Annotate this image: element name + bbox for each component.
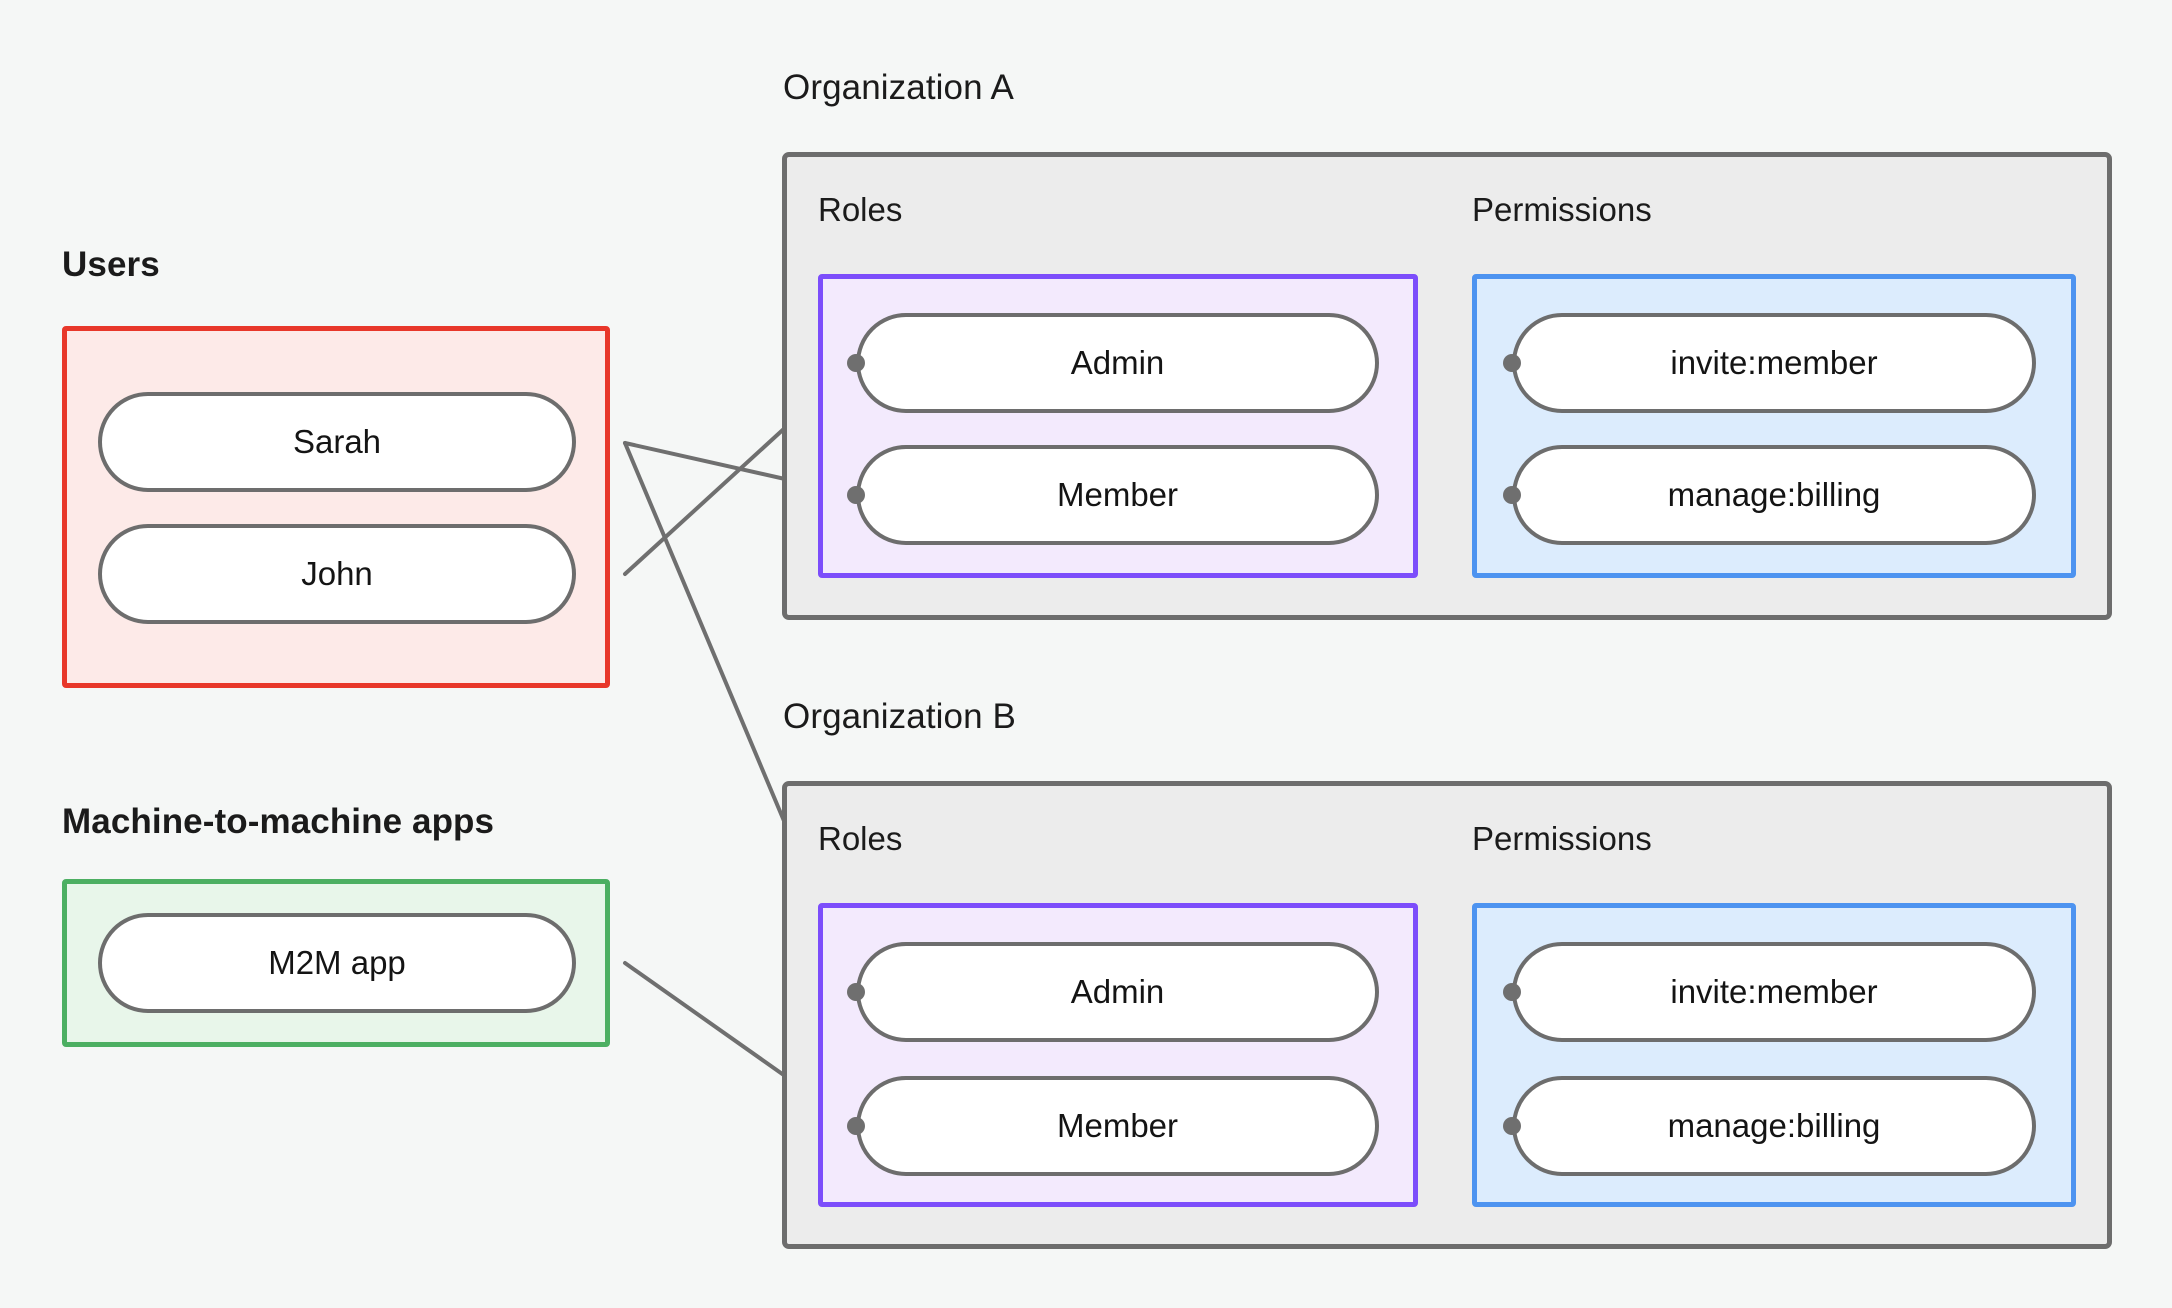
organization-a-caption: Organization A bbox=[783, 68, 1014, 107]
connector-dot-orgB-member-left bbox=[847, 1117, 865, 1135]
connector-dot-orgB-invite-left bbox=[1503, 983, 1521, 1001]
connector-dot-orgB-admin-left bbox=[847, 983, 865, 1001]
connector-dot-orgA-billing-left bbox=[1503, 486, 1521, 504]
organization-b-role-pill-admin[interactable]: Admin bbox=[856, 942, 1379, 1042]
organization-a-permission-pill-manage-billing[interactable]: manage:billing bbox=[1512, 445, 2036, 545]
user-pill-john[interactable]: John bbox=[98, 524, 576, 624]
organization-b-permission-pill-manage-billing[interactable]: manage:billing bbox=[1512, 1076, 2036, 1176]
organization-a-role-pill-member[interactable]: Member bbox=[856, 445, 1379, 545]
organization-b-role-pill-member[interactable]: Member bbox=[856, 1076, 1379, 1176]
connector-dot-orgA-invite-left bbox=[1503, 354, 1521, 372]
machines-caption: Machine-to-machine apps bbox=[62, 802, 495, 841]
connector-dot-orgB-billing-left bbox=[1503, 1117, 1521, 1135]
organization-b-permission-pill-invite-member[interactable]: invite:member bbox=[1512, 942, 2036, 1042]
organization-b-roles-label: Roles bbox=[818, 820, 903, 857]
organization-a-roles-label: Roles bbox=[818, 191, 903, 228]
organization-a-permission-pill-invite-member[interactable]: invite:member bbox=[1512, 313, 2036, 413]
users-group-box bbox=[62, 326, 610, 688]
organization-b-caption: Organization B bbox=[783, 697, 1016, 736]
user-pill-sarah[interactable]: Sarah bbox=[98, 392, 576, 492]
organization-a-permissions-label: Permissions bbox=[1472, 191, 1652, 228]
users-caption: Users bbox=[62, 245, 160, 284]
connector-dot-orgA-member-left bbox=[847, 486, 865, 504]
m2m-pill-app[interactable]: M2M app bbox=[98, 913, 576, 1013]
organization-b-permissions-label: Permissions bbox=[1472, 820, 1652, 857]
connector-dot-orgA-admin-left bbox=[847, 354, 865, 372]
organization-a-role-pill-admin[interactable]: Admin bbox=[856, 313, 1379, 413]
